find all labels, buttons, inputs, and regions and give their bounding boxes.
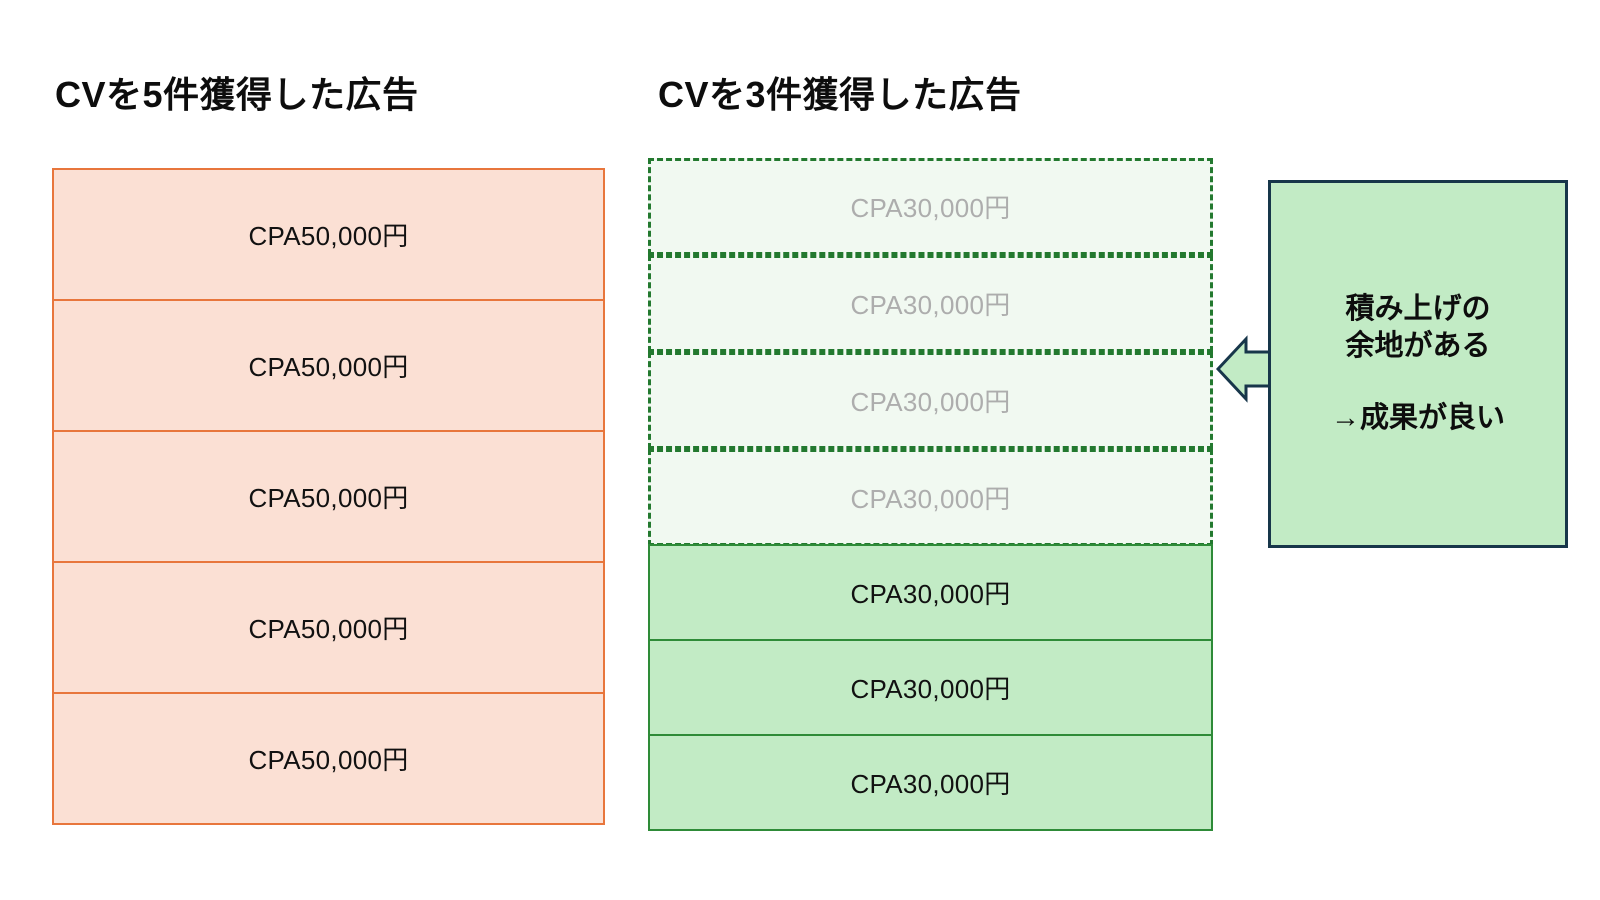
stack-cell: CPA50,000円 (52, 561, 605, 694)
cell-label: CPA30,000円 (850, 674, 1011, 704)
callout-line-2: 余地がある (1345, 330, 1491, 363)
stack-cell: CPA50,000円 (52, 430, 605, 563)
callout-box: 積み上げの 余地がある →成果が良い (1268, 180, 1568, 548)
cell-label: CPA50,000円 (248, 614, 409, 644)
cell-label: CPA30,000円 (850, 290, 1011, 320)
panel-title-left: CVを5件獲得した広告 (55, 74, 419, 115)
stack-cell: CPA30,000円 (648, 734, 1213, 831)
stack-cell: CPA30,000円 (648, 544, 1213, 641)
stack-right: CPA30,000円 CPA30,000円 CPA30,000円 CPA30,0… (648, 158, 1213, 833)
cell-label: CPA50,000円 (248, 745, 409, 775)
cell-label: CPA30,000円 (850, 387, 1011, 417)
cell-label: CPA50,000円 (248, 352, 409, 382)
cell-label: CPA50,000円 (248, 483, 409, 513)
stack-cell: CPA30,000円 (648, 639, 1213, 736)
stack-cell-ghost: CPA30,000円 (648, 255, 1213, 352)
callout-line-1: 積み上げの (1345, 293, 1491, 326)
stack-cell: CPA50,000円 (52, 299, 605, 432)
stack-cell-ghost: CPA30,000円 (648, 158, 1213, 255)
cell-label: CPA30,000円 (850, 769, 1011, 799)
panel-title-right: CVを3件獲得した広告 (658, 74, 1022, 115)
cell-label: CPA50,000円 (248, 221, 409, 251)
stack-cell-ghost: CPA30,000円 (648, 449, 1213, 546)
stack-left: CPA50,000円 CPA50,000円 CPA50,000円 CPA50,0… (52, 168, 605, 833)
cell-label: CPA30,000円 (850, 579, 1011, 609)
callout-line-3: →成果が良い (1330, 401, 1505, 434)
cell-label: CPA30,000円 (850, 484, 1011, 514)
cell-label: CPA30,000円 (850, 193, 1011, 223)
stack-cell-ghost: CPA30,000円 (648, 352, 1213, 449)
stack-cell: CPA50,000円 (52, 168, 605, 301)
stack-cell: CPA50,000円 (52, 692, 605, 825)
